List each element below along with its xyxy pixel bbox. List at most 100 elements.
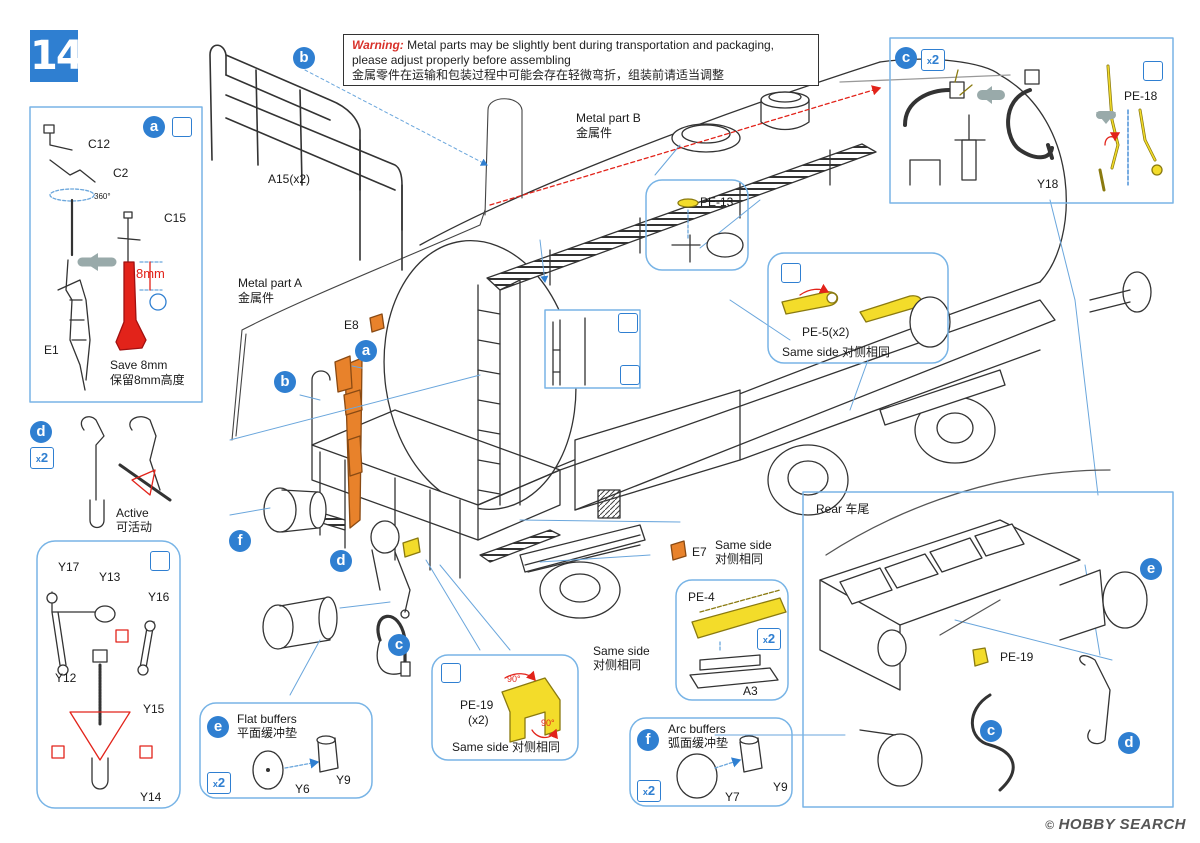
rear-frame-art — [819, 469, 1148, 792]
badge-a-panel: a — [143, 116, 165, 138]
bend-icon — [1143, 61, 1163, 81]
bend-icon — [781, 263, 801, 283]
warning-label: Warning: — [352, 38, 404, 52]
panel-e-art — [252, 735, 339, 790]
mult-f-value: 2 — [647, 783, 656, 798]
label-angle-1: 90° — [507, 674, 521, 684]
panel-d-art — [80, 416, 172, 529]
panel-c-frame — [889, 37, 1174, 204]
badge-e-panel: e — [207, 716, 229, 738]
metal-part-b — [484, 98, 523, 216]
pe4-callout-frame — [675, 579, 789, 701]
mult-c-panel: x2 — [921, 49, 945, 71]
warning-box: Warning: Metal parts may be slightly ben… — [343, 34, 819, 86]
side-frame — [559, 299, 1056, 519]
label-y6: Y6 — [295, 782, 310, 796]
label-y17: Y17 — [58, 560, 80, 574]
pe5-callout-frame — [767, 252, 949, 364]
watermark-text: HOBBY SEARCH — [1058, 816, 1186, 833]
exploded-handrail — [209, 44, 403, 271]
mult-c-value: 2 — [931, 52, 940, 67]
label-y9-e: Y9 — [336, 773, 351, 787]
label-c2: C2 — [113, 166, 129, 180]
handbrake-highlight — [334, 355, 363, 529]
panel-rear-frame — [802, 491, 1174, 808]
label-save-8mm: Save 8mm — [110, 358, 168, 372]
mult-e-panel: x2 — [207, 772, 231, 794]
badge-d-main: d — [330, 550, 352, 572]
label-metal-part-b-cn: 金属件 — [576, 126, 613, 140]
e7-part — [670, 540, 687, 561]
step-number: 14 — [30, 30, 84, 82]
label-8mm: 8mm — [136, 266, 165, 281]
guide-lines — [229, 69, 1113, 736]
panel-d-lower-art — [46, 591, 156, 790]
label-pe18: PE-18 — [1124, 89, 1158, 103]
label-active-cn: 可活动 — [116, 520, 153, 534]
badge-e-rear: e — [1140, 558, 1162, 580]
label-pe4: PE-4 — [688, 590, 715, 604]
label-a3: A3 — [743, 684, 758, 698]
badge-b-main: b — [274, 371, 296, 393]
dome-hatch — [671, 91, 810, 153]
label-e8: E8 — [344, 318, 359, 332]
badge-c-rear: c — [980, 720, 1002, 742]
front-buffer — [263, 487, 327, 533]
badge-c-panel: c — [895, 47, 917, 69]
panel-f-frame — [629, 717, 793, 807]
label-same-side-2: Same side — [593, 644, 650, 658]
rear-bogie — [879, 271, 1152, 464]
mult-pe4-value: 2 — [767, 631, 776, 646]
red-placement-arrow — [489, 85, 882, 206]
label-y13: Y13 — [99, 570, 121, 584]
mult-d-value: 2 — [40, 450, 49, 465]
label-active: Active — [116, 506, 149, 520]
label-metal-part-a-cn: 金属件 — [238, 291, 275, 305]
pe4-callout-art — [689, 589, 787, 689]
label-same-side-1: Same side — [715, 538, 772, 552]
mult-pe4: x2 — [757, 628, 781, 650]
label-arc-buffers: Arc buffers — [668, 722, 726, 736]
badge-f-main: f — [229, 530, 251, 552]
panel-c-art — [903, 64, 1163, 192]
label-y12: Y12 — [55, 671, 77, 685]
warning-line3: 金属零件在运输和包装过程中可能会存在轻微弯折，组装前请适当调整 — [352, 68, 725, 82]
label-rear: Rear 车尾 — [816, 502, 870, 516]
pe19-callout-art — [501, 670, 561, 743]
badge-c-main: c — [388, 634, 410, 656]
magnify-icon — [618, 313, 638, 333]
label-y14: Y14 — [140, 790, 162, 804]
label-save-8mm-cn: 保留8mm高度 — [110, 373, 185, 387]
mult-e-value: 2 — [217, 775, 226, 790]
metal-part-a — [231, 209, 486, 441]
front-bogie — [519, 444, 849, 619]
label-360: 360° — [94, 192, 111, 201]
warning-line2: please adjust properly before assembling — [352, 53, 571, 67]
label-pe19-rear: PE-19 — [1000, 650, 1034, 664]
label-arc-buffers-cn: 弧面缓冲垫 — [668, 736, 729, 750]
badge-b-top: b — [293, 47, 315, 69]
label-pe5: PE-5(x2) — [802, 325, 850, 339]
panel-d-lower-frame — [36, 540, 181, 809]
label-pe13: PE-13 — [700, 195, 734, 209]
label-pe19-box: PE-19 — [460, 698, 494, 712]
badge-d-rear: d — [1118, 732, 1140, 754]
pe19-callout-frame — [431, 654, 579, 761]
panel-f-art — [676, 735, 763, 799]
badge-a-main: a — [355, 340, 377, 362]
watermark: ©HOBBY SEARCH — [1045, 816, 1186, 833]
glue-icon — [620, 365, 640, 385]
pe19-front — [402, 537, 421, 558]
panel-a-art — [43, 124, 167, 391]
warning-line1: Metal parts may be slightly bent during … — [407, 38, 775, 52]
label-flat-buffers: Flat buffers — [237, 712, 297, 726]
mult-f-panel: x2 — [637, 780, 661, 802]
bend-icon — [441, 663, 461, 683]
label-metal-part-a: Metal part A — [238, 276, 303, 290]
label-c12: C12 — [88, 137, 111, 151]
label-y18: Y18 — [1037, 177, 1059, 191]
label-pe19-box-qty: (x2) — [468, 713, 489, 727]
magnify-icon — [172, 117, 192, 137]
mult-d-panel: x2 — [30, 447, 54, 469]
zoom-detail-ladder — [544, 309, 641, 389]
